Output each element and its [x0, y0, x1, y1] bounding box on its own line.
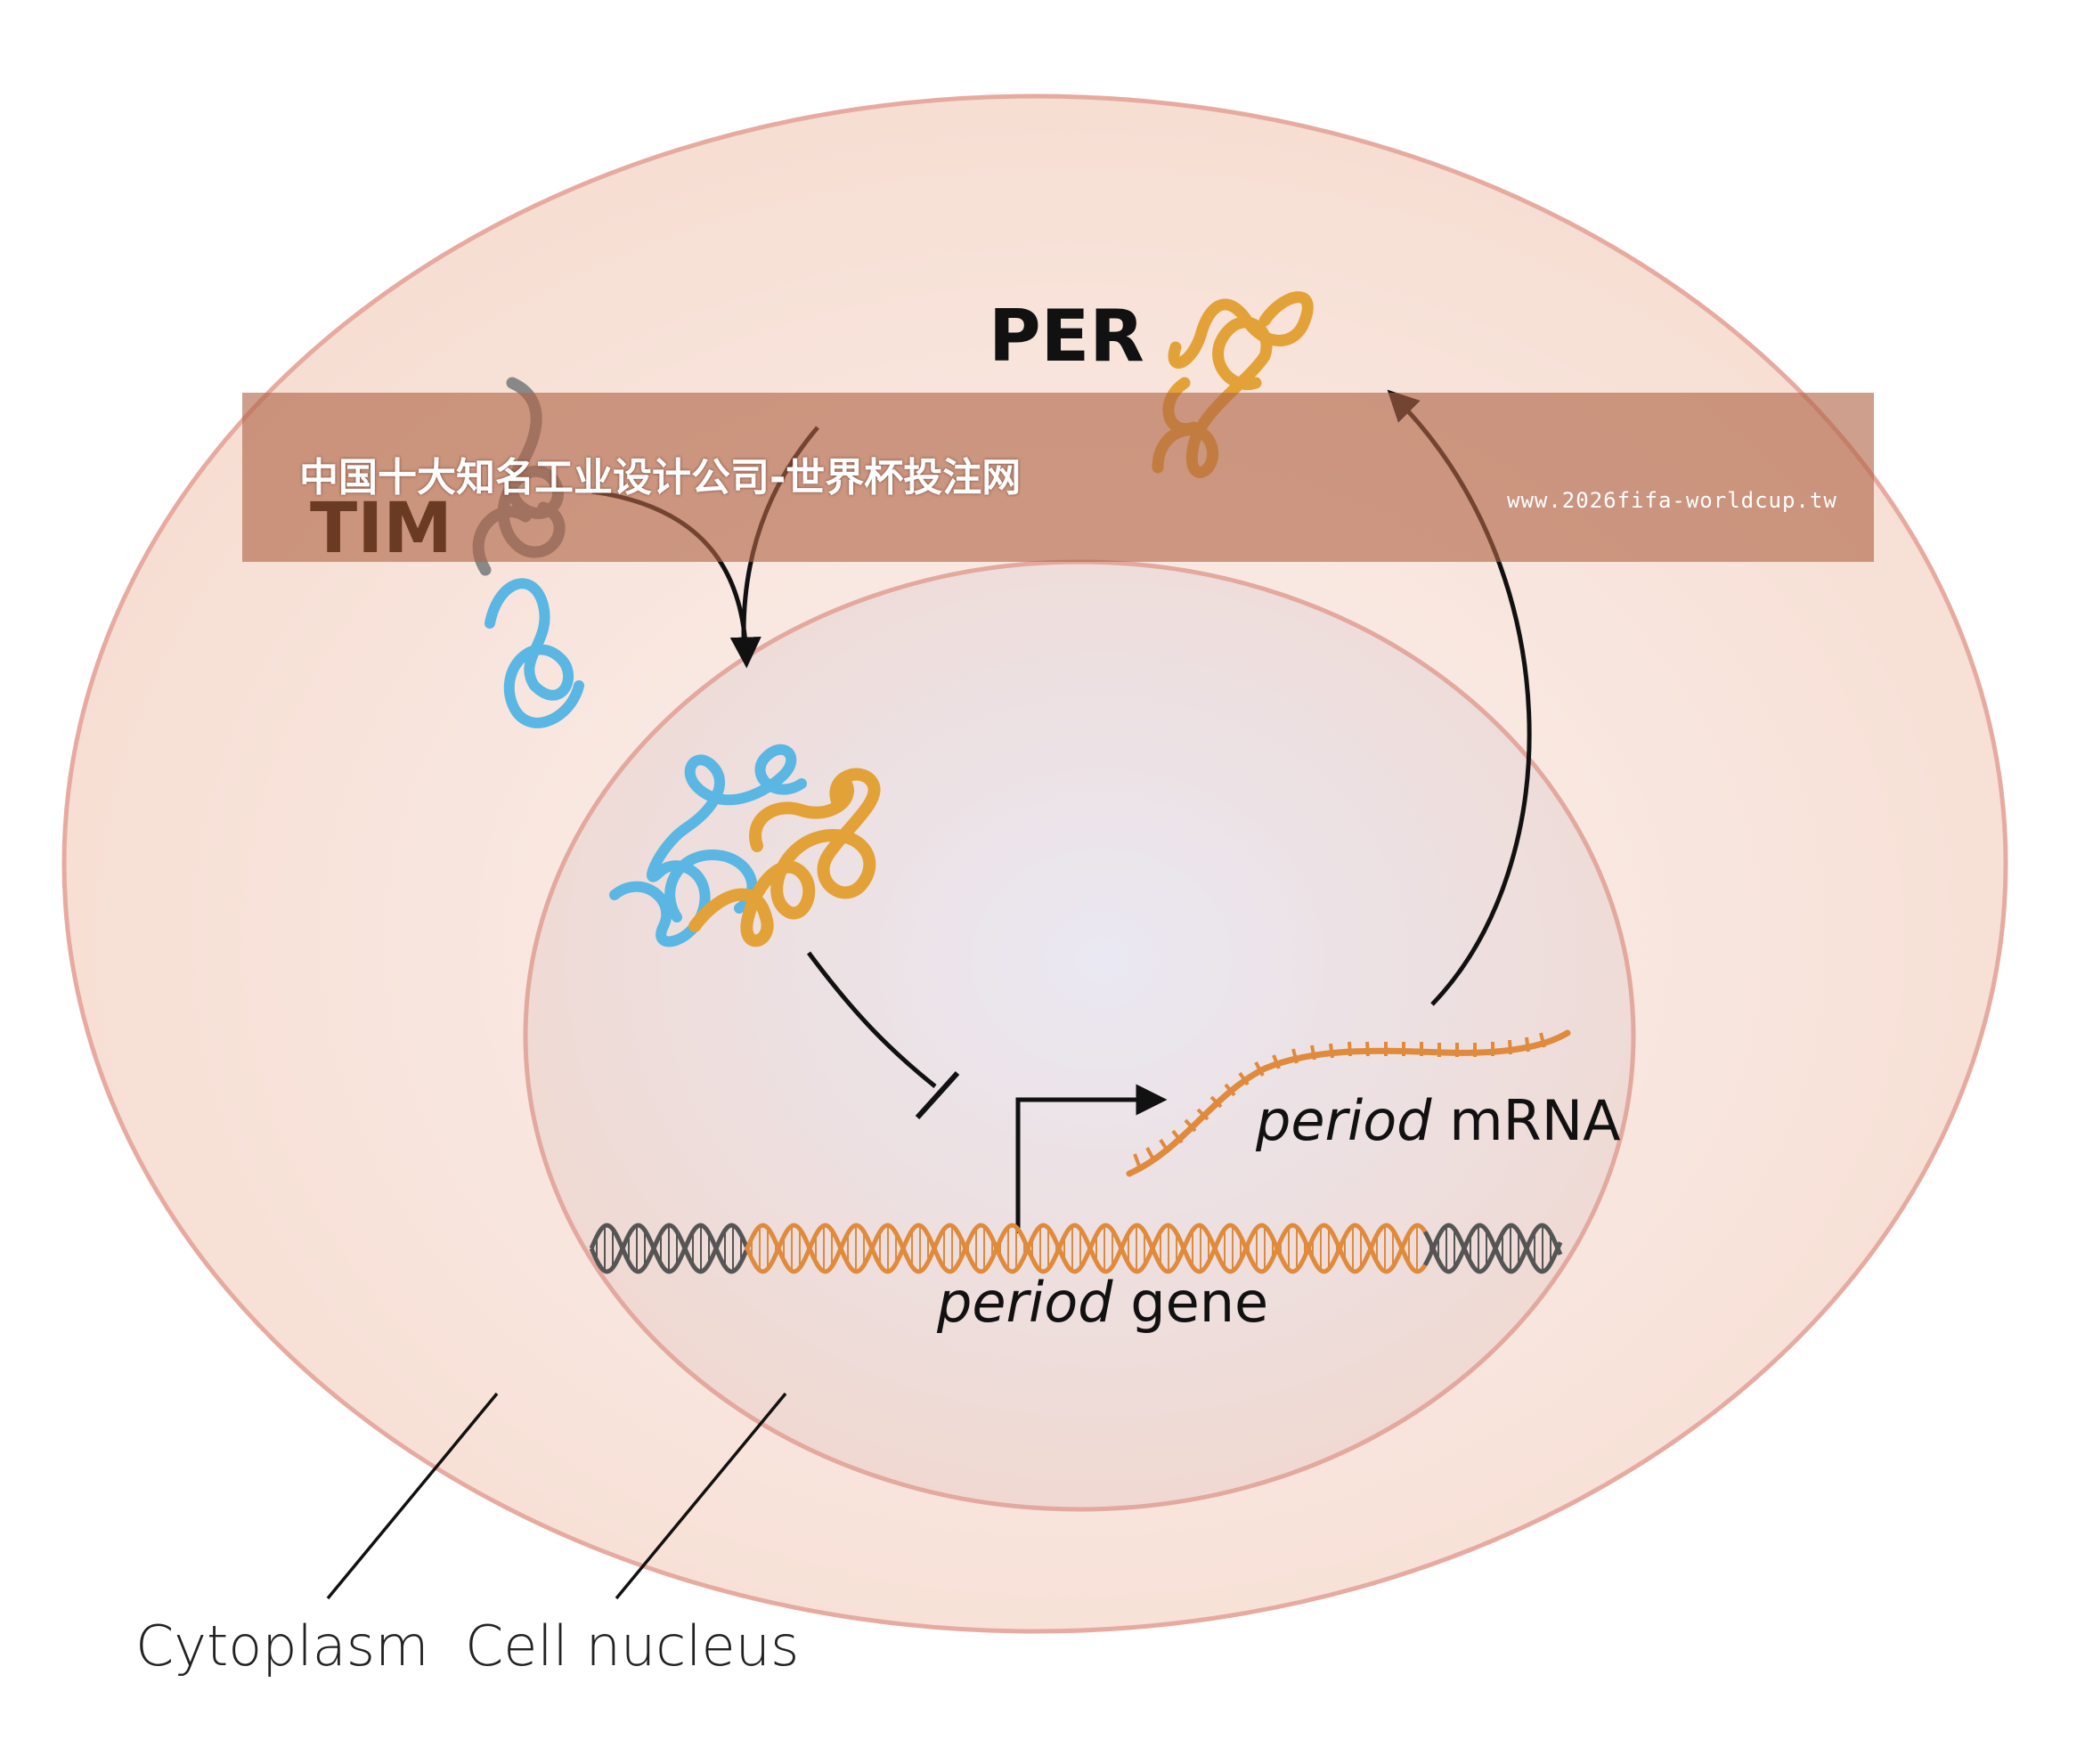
dna-flank-right-strand-b — [1422, 1223, 1563, 1274]
dna-flank-right-strand-a — [1422, 1223, 1563, 1274]
period-gene-dna — [589, 1223, 1563, 1274]
per-label: PER — [989, 295, 1144, 378]
transcription-start-arrow — [1015, 1084, 1168, 1233]
per-tim-complex — [609, 744, 881, 947]
cell-nucleus-shape — [523, 559, 1636, 1512]
cytoplasm-label: Cytoplasm — [135, 1614, 429, 1679]
period-gene-label-italic: period — [937, 1270, 1113, 1335]
tim-label: TIM — [310, 489, 452, 569]
period-gene-label-rest: gene — [1112, 1270, 1269, 1335]
watermark-url: www.2026fifa-worldcup.tw — [1507, 488, 1837, 513]
cell-nucleus-label: Cell nucleus — [465, 1614, 800, 1679]
watermark-title: 中国十大知名工业设计公司-世界杯投注网 — [299, 455, 1022, 500]
cytoplasm-pointer-line — [326, 1392, 499, 1600]
watermark-band — [242, 393, 1874, 562]
nucleus-pointer-line — [615, 1392, 787, 1600]
inhibition-line — [806, 951, 937, 1088]
period-mrna-label-italic: period — [1256, 1088, 1432, 1153]
inhibition-bar — [915, 1070, 960, 1120]
period-mrna-label: period mRNA — [1256, 1093, 1621, 1149]
period-gene-label: period gene — [937, 1275, 1268, 1330]
period-mrna-strand — [1126, 1029, 1571, 1177]
period-mrna-label-rest: mRNA — [1431, 1088, 1621, 1153]
